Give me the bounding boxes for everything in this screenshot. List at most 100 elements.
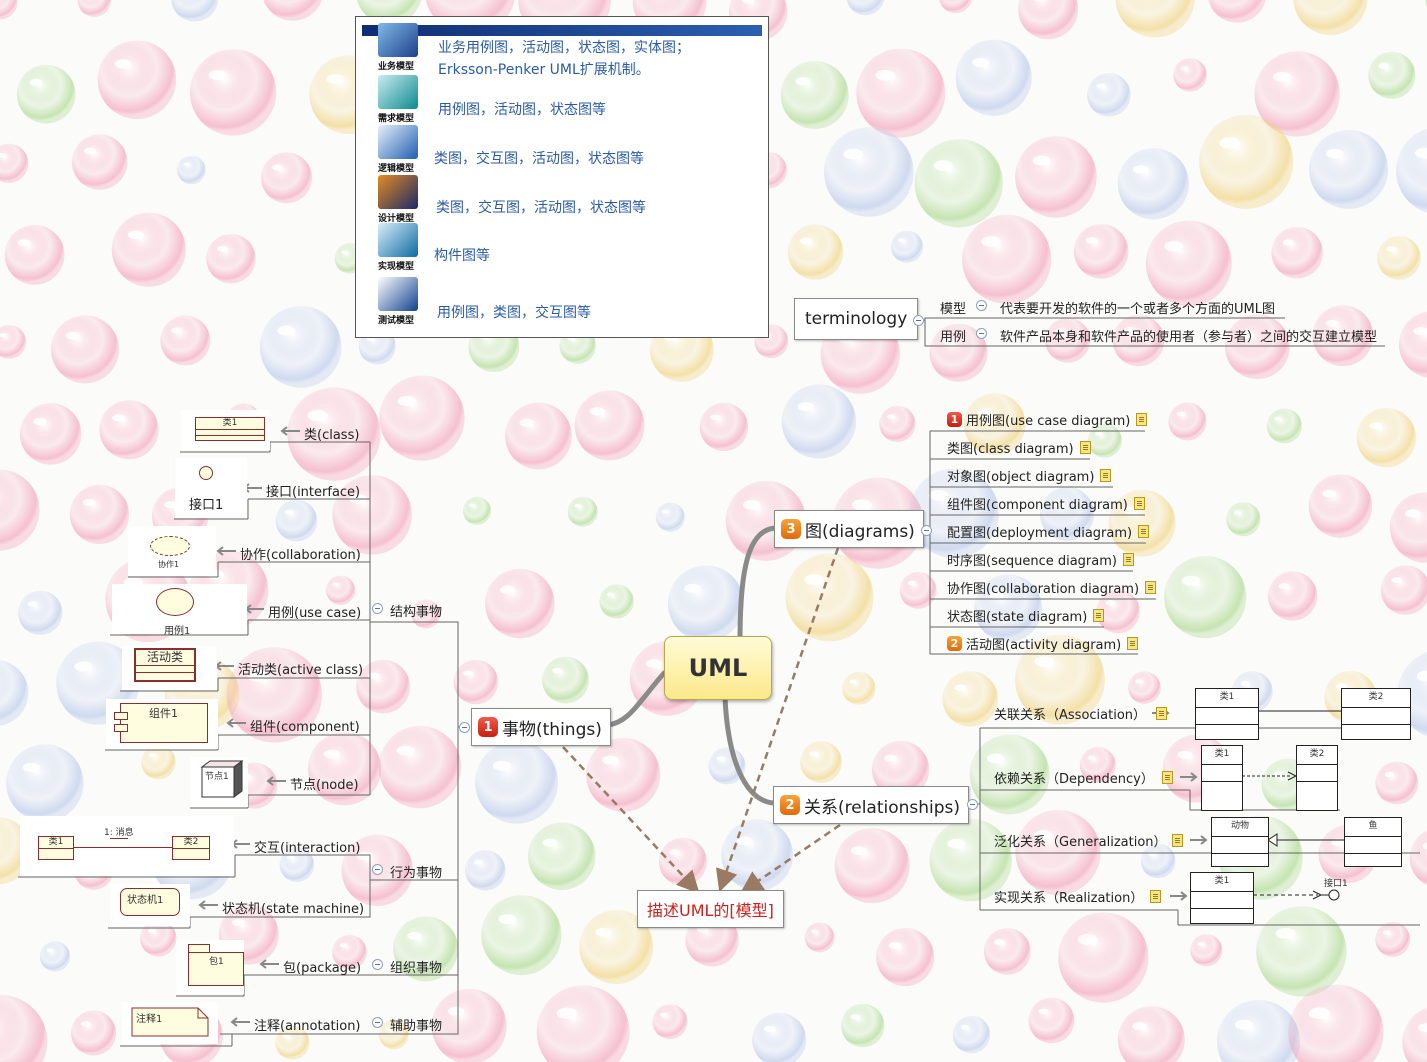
model-target-label: 描述UML的[模型] [647, 901, 774, 920]
class-name: 类1 [196, 418, 264, 430]
bubble-highlight [1032, 155, 1051, 166]
collapse-toggle[interactable] [372, 1017, 383, 1028]
bubble-highlight [1378, 63, 1389, 69]
relationship-label[interactable]: 依赖关系（Dependency） [994, 772, 1154, 787]
bubble [542, 656, 589, 704]
bubble-highlight [0, 153, 7, 158]
diagram-item[interactable]: 状态图(state diagram) [947, 605, 1105, 625]
bubble [699, 402, 749, 452]
bubble [655, 502, 685, 532]
central-topic[interactable]: UML [664, 636, 772, 700]
note-icon[interactable] [1162, 771, 1173, 784]
diagram-item[interactable]: 时序图(sequence diagram) [947, 549, 1134, 569]
bubble [1015, 634, 1105, 725]
bubble-highlight [1238, 329, 1254, 338]
bubble-highlight [307, 409, 328, 422]
uml-class-box: 类2 [1296, 745, 1338, 811]
bubble [111, 212, 186, 287]
collapse-toggle[interactable] [913, 315, 924, 326]
bubble-highlight [993, 939, 1005, 945]
bubble [1018, 0, 1079, 40]
model-target-topic[interactable]: 描述UML的[模型] [637, 890, 784, 928]
group-annotational: 辅助事物 [390, 1019, 443, 1034]
things-topic[interactable]: 1 事物(things) [471, 708, 611, 746]
note-icon[interactable] [1156, 707, 1167, 720]
bubble-highlight [1414, 147, 1427, 159]
bubble [1375, 761, 1419, 805]
bubble-highlight [941, 337, 955, 345]
bubble [140, 920, 177, 957]
diagrams-topic[interactable]: 3 图(diagrams) [774, 510, 924, 548]
bubble [1271, 226, 1323, 279]
note-icon[interactable] [1133, 496, 1145, 510]
collapse-toggle[interactable] [372, 864, 383, 875]
bubble [846, 0, 885, 16]
diagram-item[interactable]: 对象图(object diagram) [947, 465, 1112, 485]
collapse-toggle[interactable] [372, 603, 383, 614]
bubble [462, 496, 491, 525]
bubble-highlight [1308, 1007, 1330, 1019]
model-caption: 测试模型 [378, 316, 415, 326]
bubble [1140, 843, 1176, 879]
collaboration-image: 协作1 [128, 526, 216, 576]
diagram-item[interactable]: 配置图(deployment diagram) [947, 521, 1150, 541]
relationships-topic[interactable]: 2 关系(relationships) [773, 786, 970, 824]
bubble [929, 818, 1012, 902]
bubble-highlight [897, 238, 905, 243]
note-icon[interactable] [1127, 636, 1139, 650]
note-icon[interactable] [1145, 580, 1157, 594]
bubble [579, 910, 654, 985]
link-arrow [226, 718, 246, 728]
diagram-item[interactable]: 类图(class diagram) [947, 437, 1091, 457]
bubble [16, 64, 76, 124]
interaction-image: 类1 类2 1: 消息 [20, 816, 234, 876]
collapse-toggle[interactable] [459, 722, 470, 733]
bubble-highlight [498, 914, 517, 924]
collapse-toggle[interactable] [976, 328, 987, 339]
term-model: 模型 [940, 302, 967, 317]
uml-class-name: 类1 [1191, 873, 1253, 892]
terminology-topic[interactable]: terminology [794, 298, 919, 340]
collapse-toggle[interactable] [967, 799, 978, 810]
diagram-item[interactable]: 协作图(collaboration diagram) [947, 577, 1157, 597]
bubble-highlight [29, 78, 43, 86]
bubble [0, 994, 48, 1062]
priority-1-badge: 1 [478, 717, 498, 737]
bubble-highlight [981, 236, 1001, 247]
bubble [785, 553, 874, 642]
note-icon[interactable] [1093, 608, 1105, 622]
bubble-highlight [83, 147, 97, 155]
collapse-toggle[interactable] [976, 300, 987, 311]
link-arrow [244, 604, 264, 614]
bubble [1015, 809, 1101, 895]
bubble-highlight [795, 77, 811, 86]
model-description: 业务用例图，活动图，状态图，实体图； [438, 40, 690, 56]
relationship-label[interactable]: 泛化关系（Generalization） [994, 835, 1167, 850]
link-arrow [259, 959, 279, 969]
uml-class-box: 动物 [1211, 817, 1269, 867]
note-icon[interactable] [1079, 440, 1091, 454]
bubble [51, 315, 120, 384]
central-label: UML [688, 654, 748, 682]
note-icon[interactable] [1100, 468, 1112, 482]
note-icon[interactable] [1138, 524, 1150, 538]
bubble-highlight [1405, 509, 1421, 518]
bubble [1028, 997, 1075, 1044]
bubble-highlight [367, 672, 380, 680]
note-icon[interactable] [1150, 890, 1161, 903]
relationship-label[interactable]: 关联关系（Association） [994, 708, 1147, 723]
note-icon[interactable] [1122, 552, 1134, 566]
note-icon[interactable] [1172, 834, 1183, 847]
collapse-toggle[interactable] [372, 959, 383, 970]
bubble [914, 139, 1003, 228]
relationship-label[interactable]: 实现关系（Realization） [994, 891, 1144, 906]
note-icon[interactable] [1136, 412, 1148, 426]
collapse-toggle[interactable] [921, 525, 932, 536]
link-arrow [1170, 891, 1188, 901]
bubble [19, 403, 82, 465]
diagram-item[interactable]: 组件图(component diagram) [947, 493, 1145, 513]
bubble [939, 0, 972, 14]
bubble [206, 233, 256, 284]
